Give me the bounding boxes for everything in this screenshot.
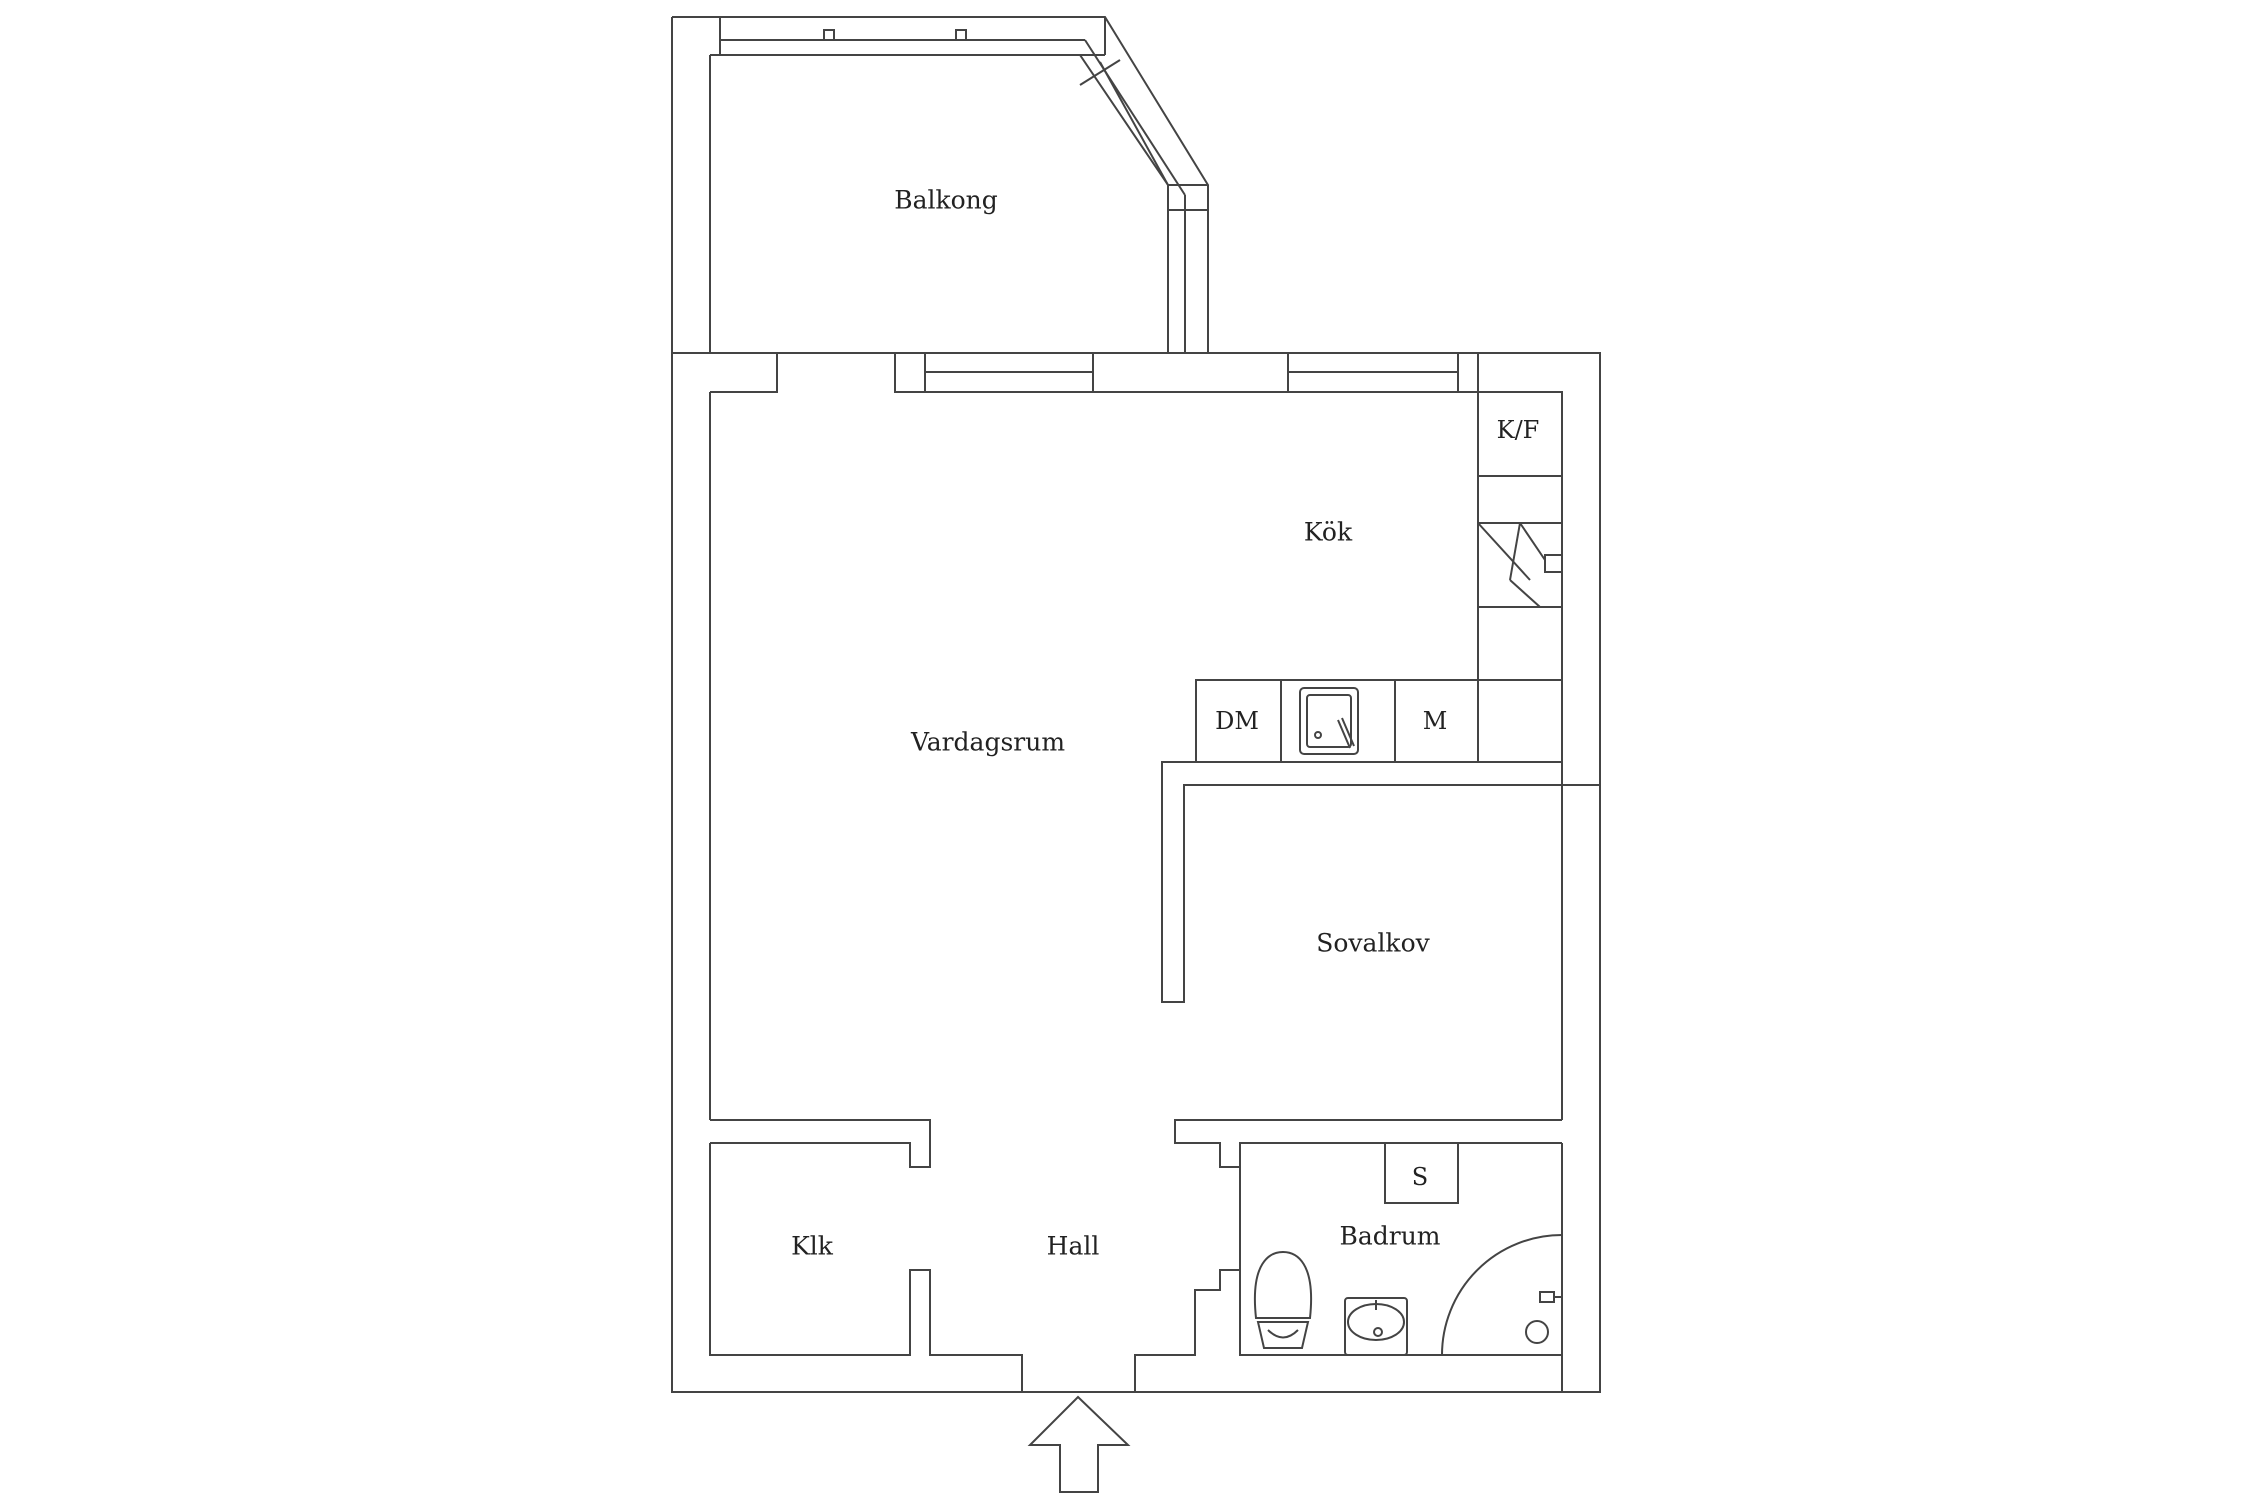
room-label-hall: Hall <box>1046 1231 1100 1261</box>
room-label-sovalkov: Sovalkov <box>1316 928 1430 958</box>
room-label-balkong: Balkong <box>894 185 998 215</box>
room-label-klk: Klk <box>791 1231 833 1261</box>
fixture-label-s: S <box>1411 1163 1429 1191</box>
fixture-label-m: M <box>1422 707 1448 735</box>
outer-wall <box>671 16 1601 1393</box>
washbasin-icon <box>1344 1297 1408 1356</box>
shower-fixture-s <box>1384 1142 1459 1204</box>
shower-icon <box>1441 1234 1563 1356</box>
fixture-label-dm: DM <box>1215 707 1259 735</box>
room-label-kok: Kök <box>1303 517 1353 547</box>
fixture-label-kf: K/F <box>1496 416 1540 444</box>
room-label-vardagsrum: Vardagsrum <box>910 727 1066 757</box>
sink-icon <box>1299 687 1359 755</box>
klk-wall <box>709 1143 1023 1392</box>
arrow-up-icon <box>1027 1395 1131 1493</box>
room-label-badrum: Badrum <box>1339 1221 1441 1251</box>
balcony-inner-wall <box>709 54 1169 354</box>
toilet-icon <box>1253 1250 1313 1349</box>
